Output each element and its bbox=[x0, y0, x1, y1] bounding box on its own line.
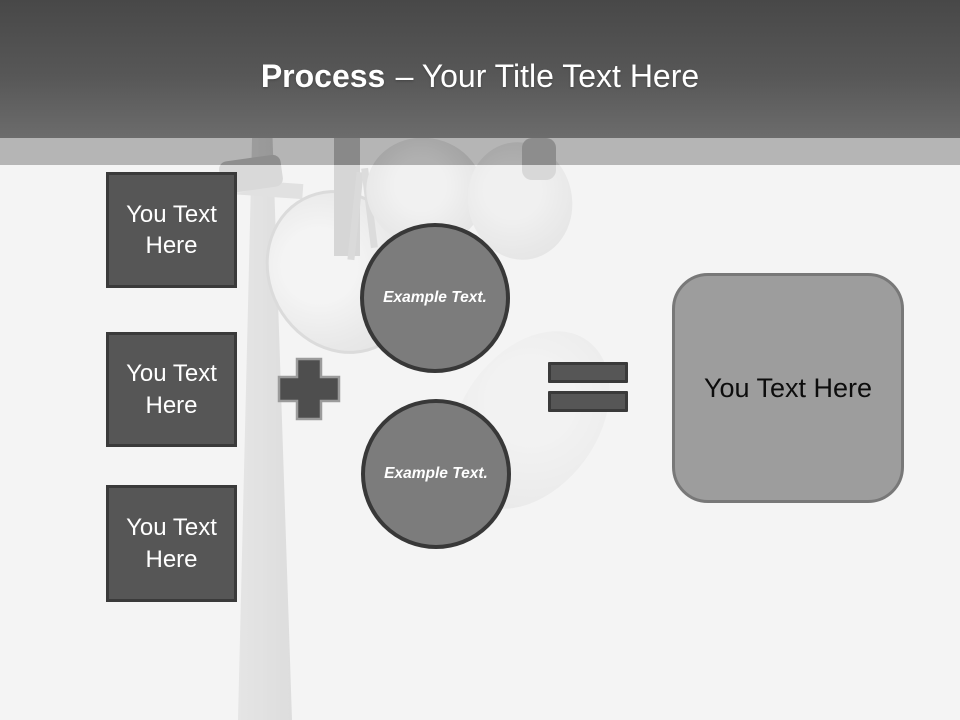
input-box-2[interactable]: You Text Here bbox=[106, 332, 237, 447]
equals-bar-top bbox=[548, 362, 628, 383]
slide-header: Process– Your Title Text Here bbox=[0, 0, 960, 138]
slide-title-keyword: Process bbox=[260, 57, 386, 94]
example-circle-1[interactable]: Example Text. bbox=[360, 223, 510, 373]
slide-title-subtitle: – Your Title Text Here bbox=[395, 57, 700, 94]
example-circle-1-label: Example Text. bbox=[383, 289, 487, 307]
result-box[interactable]: You Text Here bbox=[672, 273, 904, 503]
plus-icon bbox=[277, 357, 341, 421]
header-accent-band bbox=[0, 138, 960, 165]
input-box-1[interactable]: You Text Here bbox=[106, 172, 237, 288]
result-box-label: You Text Here bbox=[703, 372, 873, 403]
input-box-3[interactable]: You Text Here bbox=[106, 485, 237, 602]
example-circle-2-label: Example Text. bbox=[384, 465, 488, 483]
input-box-3-label: You Text Here bbox=[126, 514, 217, 573]
equals-bar-bottom bbox=[548, 391, 628, 412]
slide-title[interactable]: Process– Your Title Text Here bbox=[261, 58, 699, 95]
input-box-1-label: You Text Here bbox=[126, 200, 217, 259]
input-box-2-label: You Text Here bbox=[126, 360, 217, 419]
example-circle-2[interactable]: Example Text. bbox=[361, 399, 511, 549]
equals-icon bbox=[548, 362, 628, 420]
